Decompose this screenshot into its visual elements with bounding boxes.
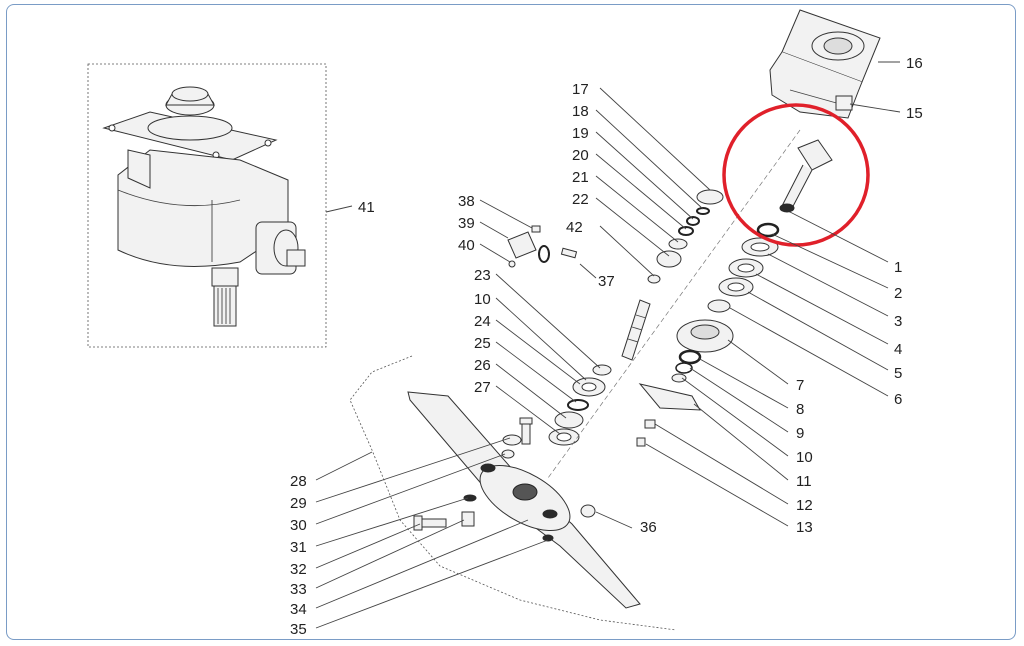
callout-28: 28 xyxy=(290,473,307,490)
callout-21: 21 xyxy=(572,169,589,186)
callout-25: 25 xyxy=(474,335,491,352)
callout-17: 17 xyxy=(572,81,589,98)
callout-2: 2 xyxy=(894,285,902,302)
callout-13: 13 xyxy=(796,519,813,536)
callout-36: 36 xyxy=(640,519,657,536)
callout-31: 31 xyxy=(290,539,307,556)
leader-lines xyxy=(315,61,901,629)
gearbox-housing-part xyxy=(769,9,881,119)
callout-11: 11 xyxy=(796,473,812,490)
callout-38: 38 xyxy=(458,193,475,210)
callout-5: 5 xyxy=(894,365,902,382)
callout-42: 42 xyxy=(566,219,583,236)
callout-12: 12 xyxy=(796,497,813,514)
callout-24: 24 xyxy=(474,313,491,330)
assembled-gearbox-illustration xyxy=(102,86,306,327)
callout-33: 33 xyxy=(290,581,307,598)
callout-37: 37 xyxy=(598,273,615,290)
callout-20: 20 xyxy=(572,147,589,164)
highlight-circle xyxy=(722,103,870,247)
callout-23: 23 xyxy=(474,267,491,284)
callout-10: 10 xyxy=(796,449,813,466)
callout-labels: 1 2 3 4 5 6 7 8 9 10 11 12 13 15 16 17 1… xyxy=(290,55,923,638)
callout-7: 7 xyxy=(796,377,804,394)
callout-16: 16 xyxy=(906,55,923,72)
callout-3: 3 xyxy=(894,313,902,330)
callout-19: 19 xyxy=(572,125,589,142)
callout-9: 9 xyxy=(796,425,804,442)
callout-8: 8 xyxy=(796,401,804,418)
callout-32: 32 xyxy=(290,561,307,578)
callout-6: 6 xyxy=(894,391,902,408)
callout-4: 4 xyxy=(894,341,902,358)
callout-1: 1 xyxy=(894,259,902,276)
callout-35: 35 xyxy=(290,621,307,638)
callout-26: 26 xyxy=(474,357,491,374)
callout-30: 30 xyxy=(290,517,307,534)
callout-34: 34 xyxy=(290,601,307,618)
callout-15: 15 xyxy=(906,105,923,122)
callout-41: 41 xyxy=(358,199,375,216)
side-seal-parts xyxy=(507,225,578,268)
callout-40: 40 xyxy=(458,237,475,254)
assembly-inset-box xyxy=(87,63,327,348)
drive-shaft-parts xyxy=(547,129,833,479)
callout-27: 27 xyxy=(474,379,491,396)
callout-29: 29 xyxy=(290,495,307,512)
callout-10-lower: 10 xyxy=(474,291,491,308)
callout-18: 18 xyxy=(572,103,589,120)
callout-22: 22 xyxy=(572,191,589,208)
callout-39: 39 xyxy=(458,215,475,232)
blade-assembly xyxy=(349,355,677,631)
